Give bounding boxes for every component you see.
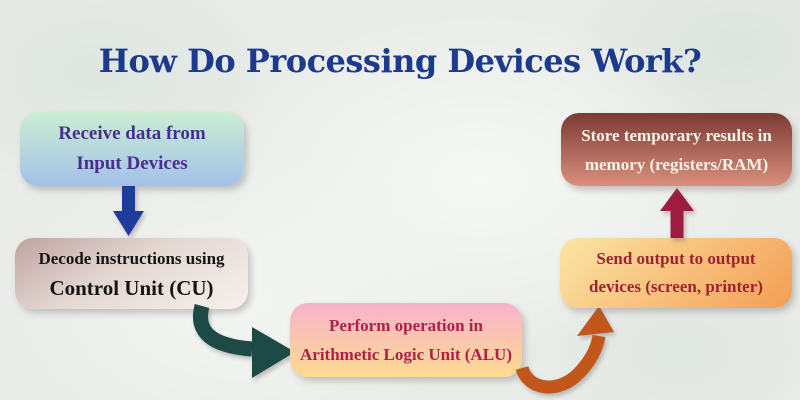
step-text-line: Receive data from: [58, 123, 206, 144]
flow-step-decode-control-unit: Decode instructions using Control Unit (…: [15, 238, 248, 309]
curved-arrow-body: [515, 334, 606, 394]
curved-arrow-head: [252, 327, 295, 378]
curved-arrow-head: [577, 306, 614, 336]
arrow-down-icon: [113, 186, 144, 236]
curved-arrow-right-icon: [193, 304, 295, 378]
flow-step-receive-input: Receive data from Input Devices: [20, 112, 244, 186]
arrow-up-shape: [660, 188, 694, 238]
curved-arrow-body: [193, 304, 253, 357]
step-text-line: Control Unit (CU): [49, 275, 214, 300]
step-text-line: Perform operation in: [329, 316, 483, 335]
flow-step-store-memory: Store temporary results in memory (regis…: [561, 113, 792, 186]
step-text-line: Decode instructions using: [38, 248, 225, 268]
step-text-line: Send output to output: [596, 249, 756, 268]
arrow-down-shape: [113, 186, 144, 236]
step-text-line: memory (registers/RAM): [584, 154, 769, 174]
step-text-line: Arithmetic Logic Unit (ALU): [300, 345, 512, 364]
arrow-up-icon: [660, 188, 694, 238]
step-text-line: Store temporary results in: [581, 125, 772, 145]
step-text-line: devices (screen, printer): [589, 277, 763, 296]
page-title: How Do Processing Devices Work?: [98, 42, 702, 80]
step-text-line: Input Devices: [76, 153, 188, 174]
curved-arrow-up-icon: [515, 306, 614, 394]
flow-step-alu-operation: Perform operation in Arithmetic Logic Un…: [290, 303, 522, 377]
flow-step-send-output: Send output to output devices (screen, p…: [560, 238, 792, 308]
